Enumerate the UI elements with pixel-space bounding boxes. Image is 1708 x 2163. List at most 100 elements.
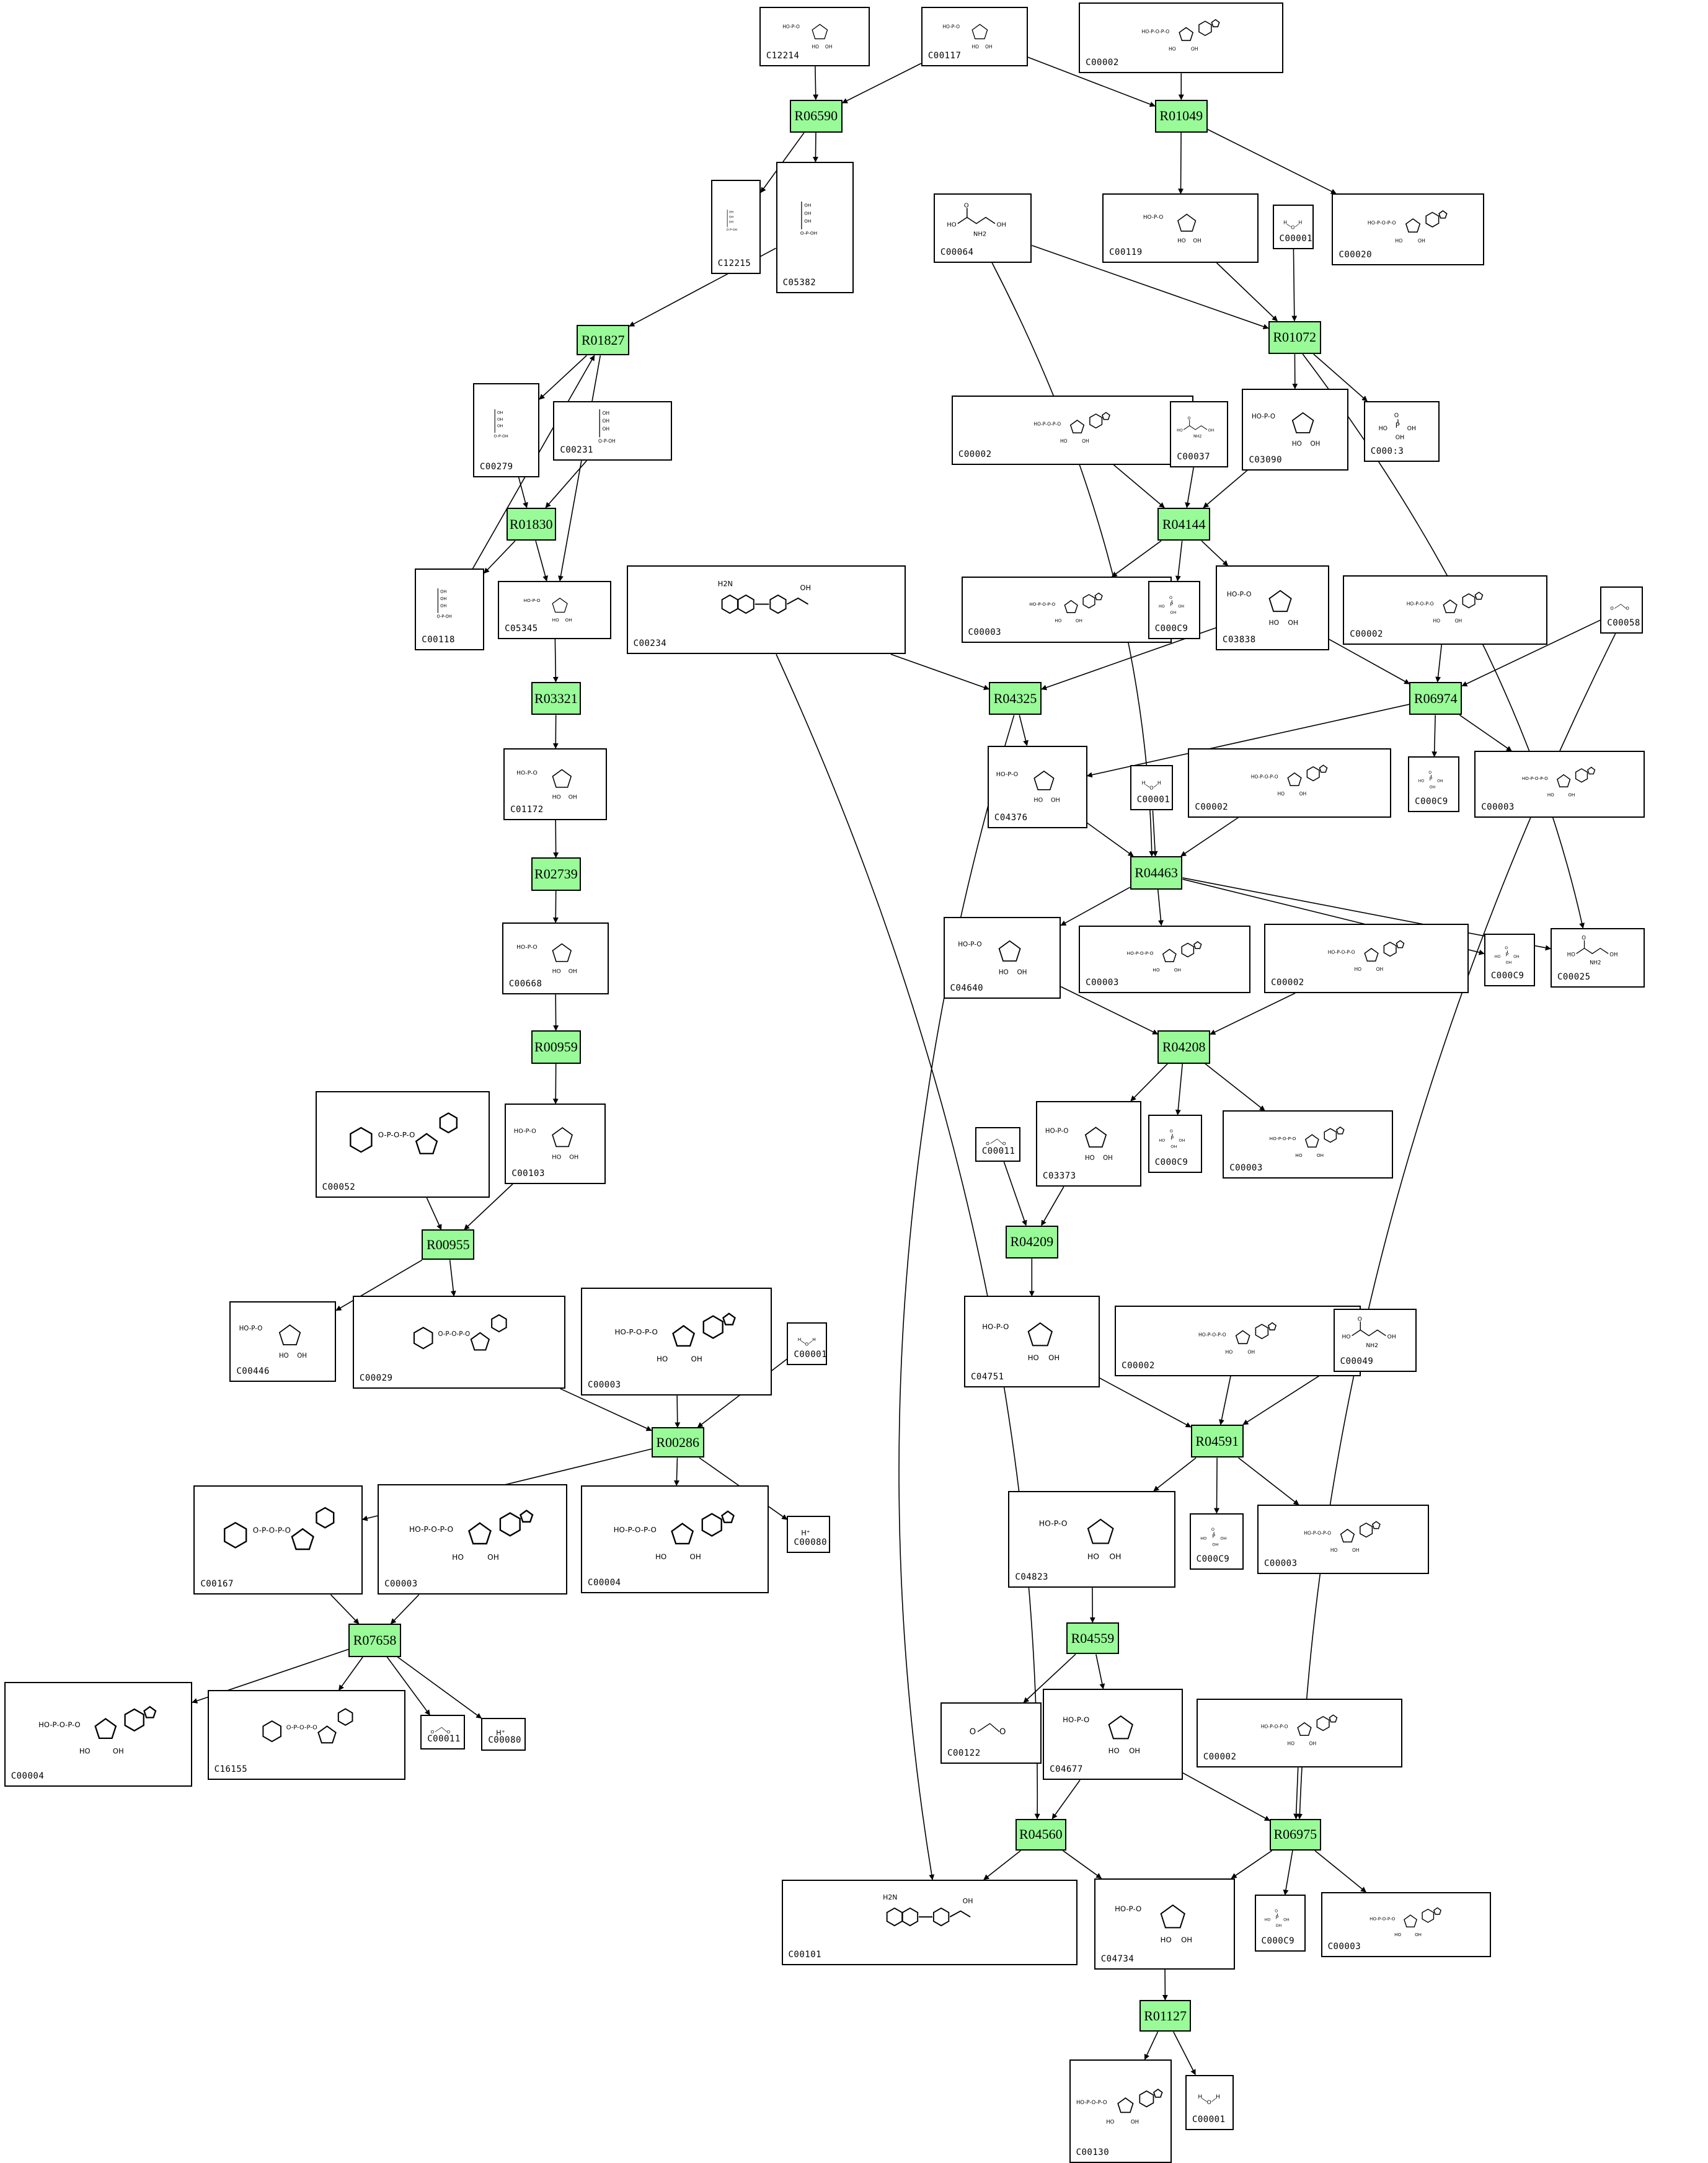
reaction-node-r04325[interactable]: R04325 — [989, 682, 1042, 715]
reaction-node-r04209[interactable]: R04209 — [1006, 1226, 1058, 1259]
reaction-label: R03321 — [534, 691, 578, 707]
compound-node-c00080[interactable]: H⁺C00080 — [481, 1718, 525, 1751]
reaction-node-r04463[interactable]: R04463 — [1130, 856, 1183, 890]
reaction-node-r03321[interactable]: R03321 — [531, 682, 581, 715]
reaction-node-r01830[interactable]: R01830 — [507, 508, 556, 541]
edge-c03373-to-r04209 — [1042, 1187, 1064, 1225]
svg-text:O-P-OH: O-P-OH — [598, 438, 616, 444]
reaction-node-r01049[interactable]: R01049 — [1155, 100, 1208, 133]
reaction-node-r06974[interactable]: R06974 — [1409, 682, 1462, 715]
reaction-node-r00959[interactable]: R00959 — [531, 1030, 581, 1064]
reaction-node-r00955[interactable]: R00955 — [422, 1229, 474, 1260]
svg-text:O-P-O-P-O: O-P-O-P-O — [378, 1130, 415, 1139]
reaction-node-r04591[interactable]: R04591 — [1191, 1425, 1244, 1458]
reaction-node-r07658[interactable]: R07658 — [348, 1624, 401, 1657]
reaction-node-r04144[interactable]: R04144 — [1157, 508, 1210, 541]
reaction-node-r04559[interactable]: R04559 — [1066, 1622, 1119, 1654]
reaction-node-r06590[interactable]: R06590 — [790, 100, 843, 133]
reaction-node-r01827[interactable]: R01827 — [577, 325, 629, 355]
compound-node-c00080[interactable]: H⁺C00080 — [787, 1516, 830, 1553]
reaction-node-r04208[interactable]: R04208 — [1157, 1030, 1210, 1064]
reaction-node-r01127[interactable]: R01127 — [1139, 2000, 1191, 2032]
reaction-node-r06975[interactable]: R06975 — [1270, 1819, 1321, 1851]
compound-id-label: C00011 — [427, 1734, 461, 1744]
reaction-node-r01072[interactable]: R01072 — [1268, 321, 1321, 355]
svg-text:HO: HO — [1169, 46, 1176, 52]
reaction-node-r04560[interactable]: R04560 — [1016, 1819, 1067, 1851]
reaction-node-r02739[interactable]: R02739 — [531, 857, 581, 891]
compound-id-label: C00037 — [1177, 452, 1210, 462]
reaction-node-r00286[interactable]: R00286 — [652, 1427, 704, 1457]
